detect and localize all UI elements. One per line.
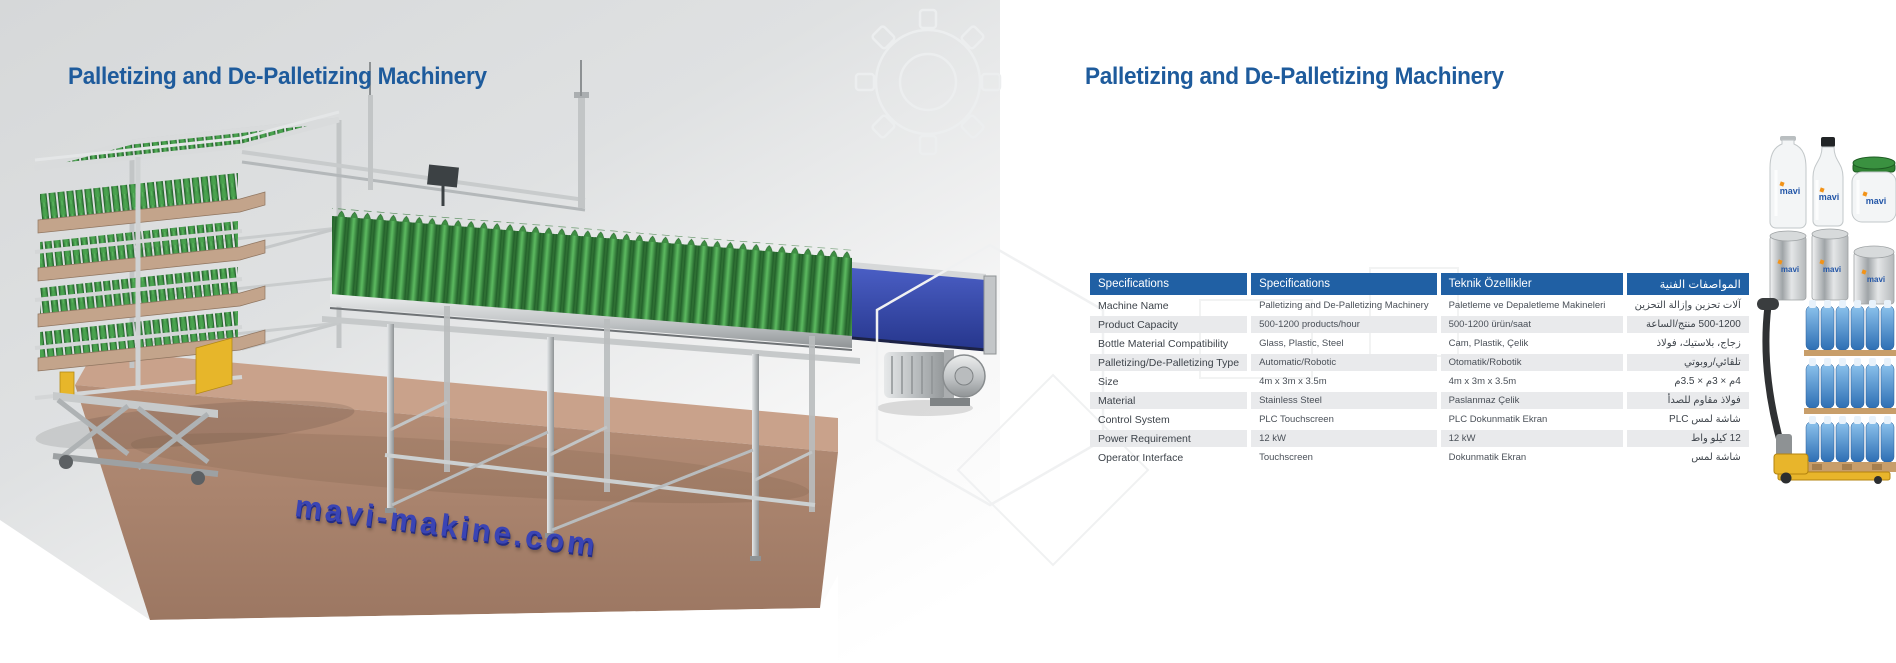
machine-render xyxy=(0,0,1000,663)
table-row: Power Requirement 12 kW 12 kW 12 كيلو وا… xyxy=(1090,430,1749,447)
left-page-title: Palletizing and De-Palletizing Machinery xyxy=(68,63,487,90)
product-bottles-photo: mavi mavi mavi mavi mavi xyxy=(1769,136,1896,305)
table-row: Control System PLC Touchscreen PLC Dokun… xyxy=(1098,413,1741,426)
gantry-crane xyxy=(241,60,589,212)
pallet-jack-photo xyxy=(1757,298,1896,484)
drive-motor xyxy=(877,350,986,416)
svg-text:mavi: mavi xyxy=(1781,265,1799,274)
header-spec-label: Specifications xyxy=(1090,273,1248,295)
conveyor-legs xyxy=(384,306,816,561)
table-row: Operator Interface Touchscreen Dokunmati… xyxy=(1098,451,1741,464)
spec-table: Specifications Specifications Teknik Öze… xyxy=(1086,271,1753,468)
svg-text:mavi: mavi xyxy=(1866,196,1887,206)
table-row: Product Capacity 500-1200 products/hour … xyxy=(1090,316,1749,333)
display-platform xyxy=(0,350,838,663)
scissor-lift xyxy=(52,392,219,485)
glass-bottle-1: mavi xyxy=(1769,136,1807,229)
spec-table-header-row: Specifications Specifications Teknik Öze… xyxy=(1090,273,1749,295)
conveyor-belt xyxy=(852,268,986,350)
svg-text:mavi: mavi xyxy=(1823,265,1841,274)
gear-outline xyxy=(854,8,1002,156)
header-spec-tr: Teknik Özellikler xyxy=(1440,273,1623,295)
table-row: Machine Name Palletizing and De-Palletiz… xyxy=(1098,299,1741,312)
table-row: Material Stainless Steel Paslanmaz Çelik… xyxy=(1090,392,1749,409)
table-row: Bottle Material Compatibility Glass, Pla… xyxy=(1098,337,1741,350)
table-row: Size 4m x 3m x 3.5m 4m x 3m x 3.5m 4م × … xyxy=(1098,375,1741,388)
header-spec-en: Specifications xyxy=(1251,273,1437,295)
right-page-title: Palletizing and De-Palletizing Machinery xyxy=(1085,63,1504,90)
hexagon-outline xyxy=(875,243,1105,507)
yellow-block-small xyxy=(59,371,75,397)
water-bottle-packs xyxy=(1804,300,1896,463)
glass-jar: mavi xyxy=(1851,156,1896,223)
table-row: Palletizing/De-Palletizing Type Automati… xyxy=(1090,354,1749,371)
svg-text:mavi: mavi xyxy=(1780,186,1801,196)
glass-bottle-2: mavi xyxy=(1812,137,1844,227)
header-spec-ar: المواصفات الفنية xyxy=(1626,273,1749,295)
square-outline-1 xyxy=(1199,299,1313,379)
svg-text:mavi: mavi xyxy=(1867,275,1885,284)
hand-pallet-truck xyxy=(1757,298,1896,484)
depalletizer-tower xyxy=(31,110,355,450)
svg-text:mavi: mavi xyxy=(1819,192,1840,202)
metal-can-2: mavi xyxy=(1811,228,1849,301)
metal-can-1: mavi xyxy=(1769,230,1807,301)
bottle-conveyor xyxy=(322,208,860,561)
conveyor-rail xyxy=(330,294,852,348)
yellow-block-large xyxy=(195,337,233,395)
belt-conveyor xyxy=(851,262,997,416)
metal-can-3: mavi xyxy=(1853,245,1895,305)
